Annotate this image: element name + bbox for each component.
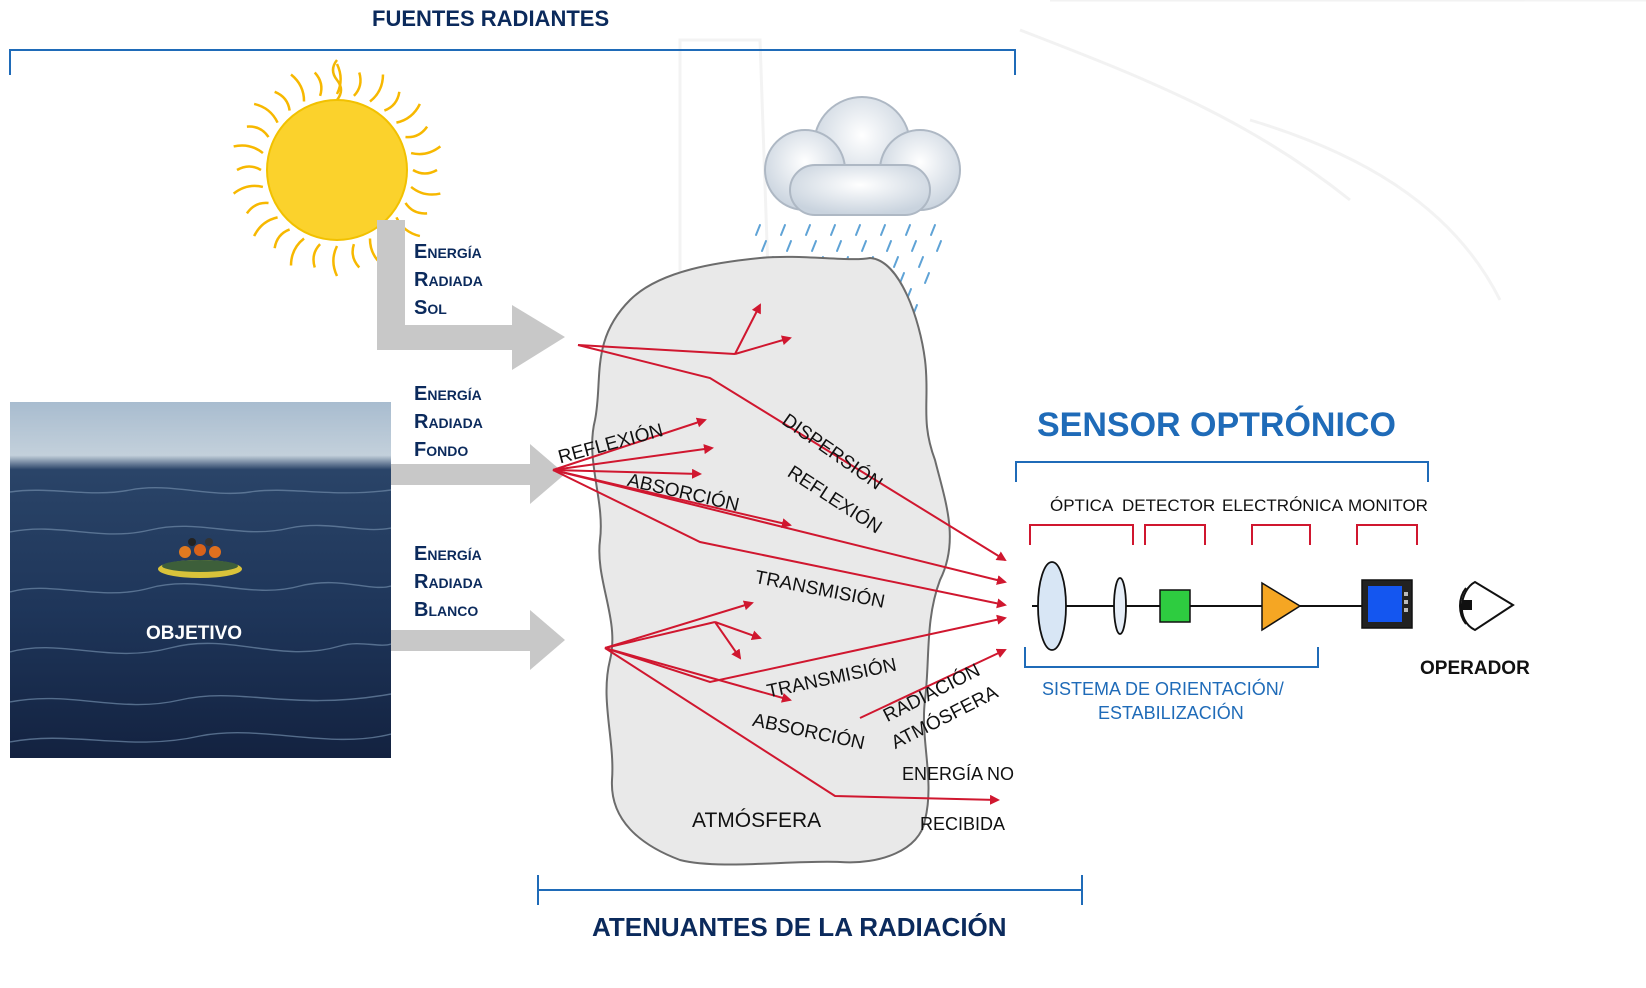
- rain-drop: [836, 240, 842, 252]
- energia-fondo-line1: Energía: [414, 383, 482, 405]
- rain-drop: [861, 240, 867, 252]
- rain-drop: [893, 256, 899, 268]
- fuentes-title: FUENTES RADIANTES: [372, 6, 610, 31]
- no-recibida-label-1: ENERGÍA NO: [902, 764, 1015, 784]
- monitor-icon: [1361, 579, 1413, 629]
- sun-ray: [351, 243, 361, 269]
- sun-ray: [232, 184, 264, 195]
- energia-blanco-line1: Energía: [414, 543, 482, 565]
- operador-label: OPERADOR: [1420, 658, 1530, 679]
- sun-ray: [253, 102, 279, 124]
- atmosphere-shape: [591, 255, 951, 866]
- amplifier-icon: [1261, 581, 1302, 632]
- energia-fondo-line3: Fondo: [414, 439, 469, 461]
- sistema-label-2: ESTABILIZACIÓN: [1098, 703, 1244, 723]
- sun-ray: [246, 125, 270, 138]
- sun-ray: [412, 168, 438, 175]
- sun-ray: [405, 125, 429, 139]
- gray-arrow-fondo: [377, 444, 565, 504]
- orientation-bracket: [1024, 647, 1319, 668]
- boat-icon: [158, 538, 242, 578]
- fuentes-bracket: [9, 49, 1016, 75]
- sun-ray: [253, 216, 278, 237]
- sun-ray: [332, 245, 339, 277]
- energia-fondo-label: Energía Radiada Fondo: [414, 380, 483, 464]
- sun-ray: [369, 74, 385, 103]
- sun-ray: [396, 103, 421, 124]
- energia-blanco-label: Energía Radiada Blanco: [414, 540, 483, 624]
- component-detector: DETECTOR: [1122, 496, 1216, 515]
- rain-drop: [855, 224, 861, 236]
- rain-drop: [911, 240, 917, 252]
- rain-drop: [930, 224, 936, 236]
- energia-sol-label: Energía Radiada Sol: [414, 238, 483, 322]
- rain-drop: [918, 256, 924, 268]
- sun-ray: [290, 73, 306, 102]
- sun-ray: [410, 145, 442, 156]
- rain-drop: [755, 224, 761, 236]
- sensor-bracket: [1015, 461, 1429, 482]
- sun-ray: [352, 72, 362, 97]
- energia-fondo-line2: Radiada: [414, 411, 483, 433]
- atenuantes-bracket: [537, 875, 1083, 905]
- rain-drop: [936, 240, 942, 252]
- component-electronica: ELECTRÓNICA: [1222, 496, 1343, 515]
- component-brackets: [1029, 524, 1418, 545]
- rain-drop: [811, 240, 817, 252]
- sun-ray: [233, 144, 264, 155]
- sun-ray: [404, 202, 428, 215]
- gray-arrow-blanco: [377, 610, 565, 670]
- component-optica: ÓPTICA: [1050, 496, 1114, 515]
- gray-arrow-sol: [377, 220, 565, 370]
- objetivo-label: OBJETIVO: [146, 623, 243, 644]
- sun-ray: [274, 90, 291, 111]
- cloud-rain-icon: [755, 96, 961, 316]
- sun-ray: [273, 228, 291, 249]
- atmosfera-label: ATMÓSFERA: [692, 809, 822, 832]
- sun-ray: [313, 71, 323, 97]
- sun-ray: [395, 216, 421, 238]
- no-recibida-label-2: RECIBIDA: [920, 814, 1006, 834]
- energia-sol-line1: Energía: [414, 241, 482, 263]
- sensor-title: SENSOR OPTRÓNICO: [1037, 406, 1396, 444]
- rain-drop: [880, 224, 886, 236]
- lens-icon: [1037, 561, 1067, 651]
- sun-ray: [410, 185, 441, 196]
- sun-ray: [289, 237, 305, 266]
- energia-blanco-line2: Radiada: [414, 571, 483, 593]
- energia-sol-line2: Radiada: [414, 269, 483, 291]
- component-monitor: MONITOR: [1348, 496, 1428, 515]
- sun-ray: [312, 243, 322, 268]
- rain-drop: [830, 224, 836, 236]
- rain-drop: [905, 224, 911, 236]
- rain-drop: [886, 240, 892, 252]
- sun-ray: [335, 63, 342, 95]
- target-photo: [10, 402, 391, 758]
- atenuantes-title: ATENUANTES DE LA RADIACIÓN: [592, 912, 1007, 942]
- rain-drop: [780, 224, 786, 236]
- sun-ray: [383, 91, 401, 112]
- red-arrows: [552, 303, 1007, 805]
- rain-drop: [761, 240, 767, 252]
- sun-icon: [232, 59, 442, 277]
- detector-icon: [1159, 589, 1191, 623]
- sun-ray: [236, 165, 262, 172]
- rain-drop: [924, 272, 930, 284]
- eye-icon: [1459, 580, 1515, 632]
- energia-blanco-line3: Blanco: [414, 599, 479, 621]
- sun-ray: [245, 201, 269, 215]
- lens-icon: [1113, 577, 1127, 635]
- rain-drop: [786, 240, 792, 252]
- sistema-label-1: SISTEMA DE ORIENTACIÓN/: [1042, 679, 1284, 699]
- rain-drop: [805, 224, 811, 236]
- energia-sol-line3: Sol: [414, 297, 447, 319]
